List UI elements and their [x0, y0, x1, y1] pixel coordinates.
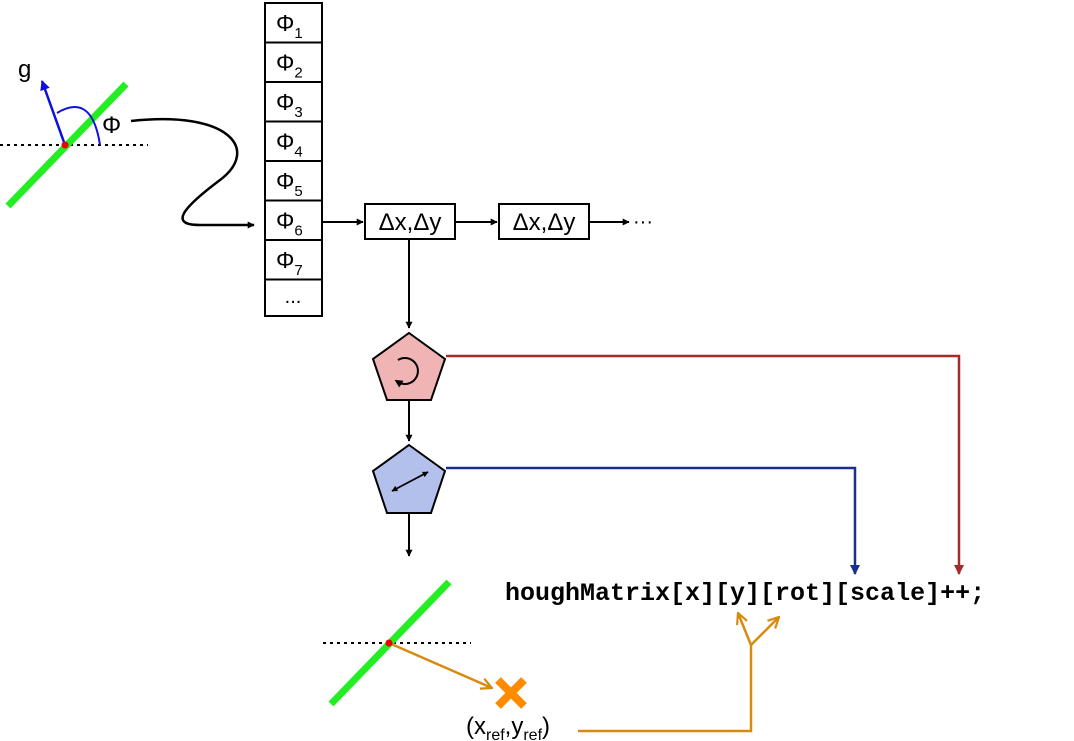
- offset-entry-box: [364, 203, 456, 240]
- r-table-row-3: Φ3: [276, 89, 303, 121]
- hough-accumulator-code: houghMatrix[x][y][rot][scale]++;: [505, 579, 985, 608]
- rotation-step: [371, 331, 447, 401]
- offset-entry-box: [498, 203, 590, 240]
- angle-label: Φ: [102, 112, 121, 139]
- scale-icon: [391, 471, 429, 492]
- edge-sample-bottom: (xref,yref): [323, 579, 550, 741]
- lookup-arrow: [130, 117, 255, 229]
- reference-connector: [578, 613, 779, 733]
- r-table: Φ1Φ2Φ3Φ4Φ5Φ6Φ7 ...: [264, 2, 323, 317]
- r-table-row-4: Φ4: [276, 129, 303, 161]
- r-table-ellipsis: ...: [285, 286, 302, 308]
- scale-step: [371, 443, 447, 514]
- gradient-label: g: [18, 56, 31, 83]
- r-table-row-5: Φ5: [276, 168, 303, 200]
- r-table-row-7: Φ7: [276, 247, 303, 279]
- rotation-icon: [394, 357, 419, 388]
- r-table-row-1: Φ1: [276, 10, 303, 42]
- scale-connector: [446, 466, 860, 575]
- r-table-row-2: Φ2: [276, 50, 303, 82]
- reference-vector: [388, 641, 492, 688]
- r-table-frame: [264, 2, 323, 317]
- r-table-row-6: Φ6: [276, 208, 303, 240]
- edge-point: [61, 141, 69, 149]
- chain-ellipsis: ···: [633, 211, 653, 233]
- reference-point-label: (xref,yref): [466, 713, 550, 741]
- rotation-pentagon: [371, 331, 447, 401]
- gradient-vector: [40, 80, 67, 146]
- reference-point-marker: [495, 677, 527, 709]
- scale-pentagon: [371, 443, 447, 514]
- rotation-connector: [446, 354, 964, 575]
- offset-chain: Δx,Δy Δx,Δy ···: [364, 203, 653, 240]
- edge-point: [385, 639, 393, 647]
- offset-entry-label: Δx,Δy: [379, 209, 442, 236]
- edge-sample-top: g Φ: [0, 56, 148, 209]
- offset-entry-label: Δx,Δy: [513, 209, 576, 236]
- angle-arc: [56, 106, 101, 146]
